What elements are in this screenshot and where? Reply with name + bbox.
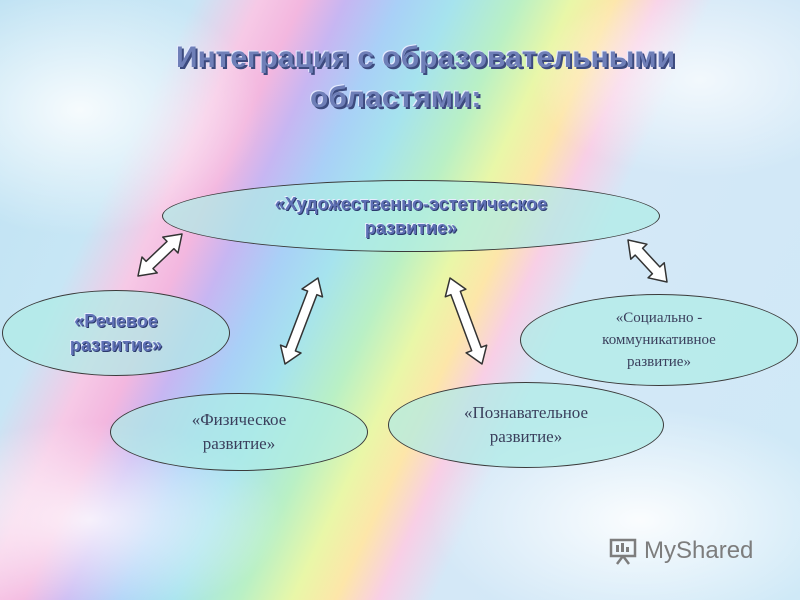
node-art-label-line2: развитие» bbox=[364, 218, 458, 238]
node-cognitive: «Познавательное развитие» bbox=[388, 382, 664, 468]
double-arrow-art-physical bbox=[279, 277, 324, 365]
node-physical: «Физическое развитие» bbox=[110, 393, 368, 471]
double-arrow-art-social bbox=[627, 239, 668, 283]
node-art-aesthetic: «Художественно-эстетическое развитие» bbox=[162, 180, 660, 252]
slide-title-line2: областями: bbox=[310, 81, 482, 114]
node-speech-label-line2: развитие» bbox=[69, 335, 163, 355]
node-social-label-line3: развитие» bbox=[627, 354, 691, 370]
double-arrow-art-speech bbox=[137, 233, 183, 277]
node-physical-label-line2: развитие» bbox=[202, 434, 276, 453]
presentation-board-icon bbox=[609, 538, 637, 565]
node-social-communicative: «Социально - коммуникативное развитие» bbox=[520, 294, 798, 386]
node-cognitive-label-line1: «Познавательное bbox=[463, 403, 589, 422]
node-social-label-line1: «Социально - bbox=[615, 310, 703, 326]
node-cognitive-label-line2: развитие» bbox=[489, 427, 563, 446]
slide-title-line1: Интеграция с образовательными bbox=[176, 41, 676, 74]
node-speech: «Речевое развитие» bbox=[2, 290, 230, 376]
node-art-label-line1: «Художественно-эстетическое bbox=[274, 194, 548, 214]
node-speech-label-line1: «Речевое bbox=[74, 311, 158, 331]
myshared-watermark: MyShared bbox=[608, 536, 753, 566]
node-physical-label-line1: «Физическое bbox=[191, 410, 287, 429]
watermark-text: MyShared bbox=[644, 537, 754, 564]
node-social-label-line2: коммуникативное bbox=[602, 332, 716, 348]
slide-title: Интеграция с образовательными областями: bbox=[168, 38, 768, 118]
double-arrow-art-cognitive bbox=[444, 277, 488, 365]
